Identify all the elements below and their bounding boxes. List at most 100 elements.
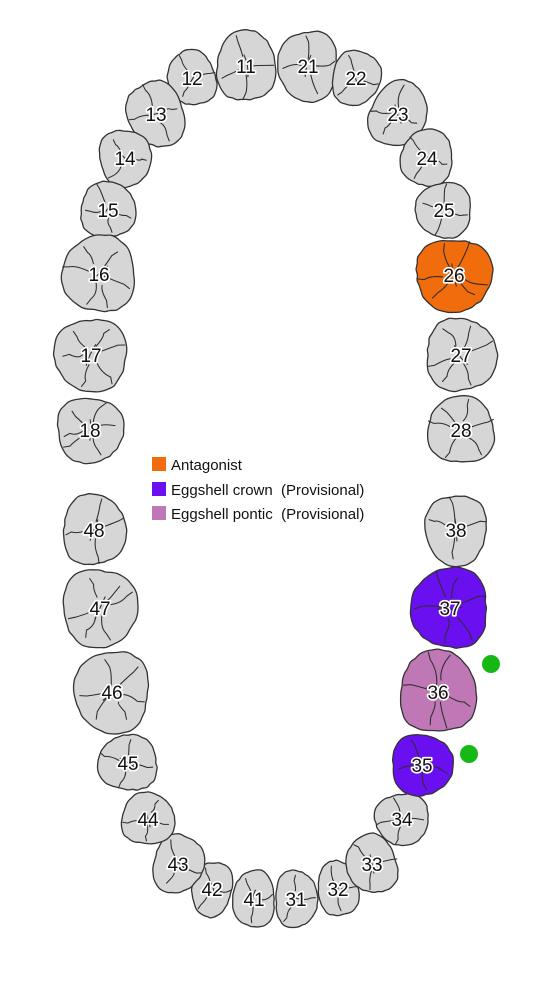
tooth-groove xyxy=(454,518,458,542)
tooth-47-crown-shape[interactable] xyxy=(62,569,139,649)
tooth-17[interactable]: 17 xyxy=(52,318,128,393)
tooth-28-crown-shape[interactable] xyxy=(426,395,496,463)
tooth-groove xyxy=(118,693,145,703)
tooth-groove xyxy=(337,894,342,912)
tooth-number-label: 34 xyxy=(391,810,413,831)
tooth-41[interactable]: 41 xyxy=(232,869,275,928)
tooth-31[interactable]: 31 xyxy=(275,869,319,929)
tooth-48-crown-shape[interactable] xyxy=(62,493,128,566)
tooth-43[interactable]: 43 xyxy=(145,829,212,902)
tooth-groove xyxy=(96,344,126,354)
tooth-number-label: 28 xyxy=(450,421,471,442)
tooth-41-crown-shape[interactable] xyxy=(232,869,275,928)
tooth-groove xyxy=(235,35,244,57)
tooth-number-label: 25 xyxy=(433,201,454,222)
legend: Antagonist Eggshell crown (Provisional) … xyxy=(152,457,364,523)
tooth-33[interactable]: 33 xyxy=(337,827,405,900)
tooth-groove xyxy=(283,905,293,922)
tooth-34[interactable]: 34 xyxy=(371,790,433,850)
tooth-48[interactable]: 48 xyxy=(62,493,128,566)
tooth-groove xyxy=(458,280,476,296)
tooth-groove xyxy=(251,889,256,909)
tooth-groove xyxy=(463,520,487,528)
tooth-groove xyxy=(95,360,113,385)
tooth-11[interactable]: 11 xyxy=(215,29,277,101)
tooth-groove xyxy=(102,202,114,218)
tooth-groove xyxy=(197,893,209,910)
tooth-37[interactable]: 37 xyxy=(409,566,488,649)
tooth-number-label: 33 xyxy=(361,855,382,876)
tooth-number-label: 12 xyxy=(181,69,202,90)
tooth-35[interactable]: 35 xyxy=(391,733,454,797)
tooth-groove xyxy=(444,618,450,644)
tooth-number-label: 16 xyxy=(88,265,109,286)
tooth-groove xyxy=(463,277,488,286)
tooth-groove xyxy=(94,596,106,620)
tooth-42[interactable]: 42 xyxy=(187,859,236,921)
tooth-number-label: 13 xyxy=(145,105,166,126)
tooth-38-crown-shape[interactable] xyxy=(424,495,487,568)
tooth-groove xyxy=(426,687,450,697)
tooth-number-label: 42 xyxy=(201,880,222,901)
tooth-groove xyxy=(410,739,421,760)
tooth-number-label: 36 xyxy=(427,683,448,704)
tooth-27[interactable]: 27 xyxy=(426,317,499,393)
tooth-44-crown-shape[interactable] xyxy=(118,788,179,848)
tooth-number-label: 15 xyxy=(97,201,118,222)
tooth-groove xyxy=(122,819,142,824)
tooth-16-crown-shape[interactable] xyxy=(60,234,135,313)
tooth-15[interactable]: 15 xyxy=(80,180,137,238)
tooth-groove xyxy=(440,407,457,424)
legend-swatch-eggshell-pontic xyxy=(152,506,166,520)
tooth-groove xyxy=(394,104,402,124)
tooth-groove xyxy=(313,60,336,67)
tooth-22[interactable]: 22 xyxy=(325,46,387,113)
tooth-44[interactable]: 44 xyxy=(118,788,179,848)
tooth-36[interactable]: 36 xyxy=(399,648,478,732)
tooth-groove xyxy=(95,329,110,347)
tooth-number-label: 31 xyxy=(285,890,306,911)
tooth-23[interactable]: 23 xyxy=(360,72,438,156)
tooth-groove xyxy=(132,763,154,769)
tooth-groove xyxy=(117,701,128,720)
tooth-groove xyxy=(409,136,423,153)
tooth-38[interactable]: 38 xyxy=(424,495,487,568)
tooth-21-crown-shape[interactable] xyxy=(277,30,338,104)
tooth-15-crown-shape[interactable] xyxy=(80,180,137,238)
tooth-groove xyxy=(178,55,189,72)
tooth-groove xyxy=(413,605,443,610)
tooth-16[interactable]: 16 xyxy=(60,234,135,313)
tooth-36-crown-shape[interactable] xyxy=(399,648,478,732)
tooth-12[interactable]: 12 xyxy=(160,44,223,112)
tooth-groove xyxy=(250,904,254,924)
tooth-groove xyxy=(441,360,458,383)
tooth-46[interactable]: 46 xyxy=(72,651,150,735)
tooth-groove xyxy=(337,83,351,96)
tooth-groove xyxy=(299,897,316,901)
tooth-47[interactable]: 47 xyxy=(62,569,139,649)
tooth-groove xyxy=(432,159,448,165)
tooth-11-crown-shape[interactable] xyxy=(215,29,277,101)
tooth-37-crown-shape[interactable] xyxy=(409,566,488,649)
tooth-24[interactable]: 24 xyxy=(396,124,457,189)
tooth-28[interactable]: 28 xyxy=(426,395,496,463)
tooth-14[interactable]: 14 xyxy=(96,125,157,191)
tooth-groove xyxy=(457,241,471,268)
tooth-26[interactable]: 26 xyxy=(415,239,494,314)
tooth-number-label: 47 xyxy=(89,599,110,620)
tooth-13[interactable]: 13 xyxy=(117,73,196,157)
tooth-groove xyxy=(440,654,451,681)
tooth-45[interactable]: 45 xyxy=(96,733,158,791)
tooth-21[interactable]: 21 xyxy=(277,30,338,104)
tooth-35-crown-shape[interactable] xyxy=(391,733,454,797)
legend-label-eggshell-crown: Eggshell crown (Provisional) xyxy=(171,482,364,499)
tooth-18[interactable]: 18 xyxy=(56,397,125,465)
status-marker-dot-36[interactable] xyxy=(482,655,500,673)
tooth-27-crown-shape[interactable] xyxy=(426,317,499,393)
tooth-25[interactable]: 25 xyxy=(414,181,471,239)
tooth-22-crown-shape[interactable] xyxy=(325,46,387,113)
tooth-groove xyxy=(370,110,392,114)
tooth-groove xyxy=(395,826,401,845)
tooth-groove xyxy=(427,651,438,687)
status-marker-dot-35[interactable] xyxy=(460,745,478,763)
